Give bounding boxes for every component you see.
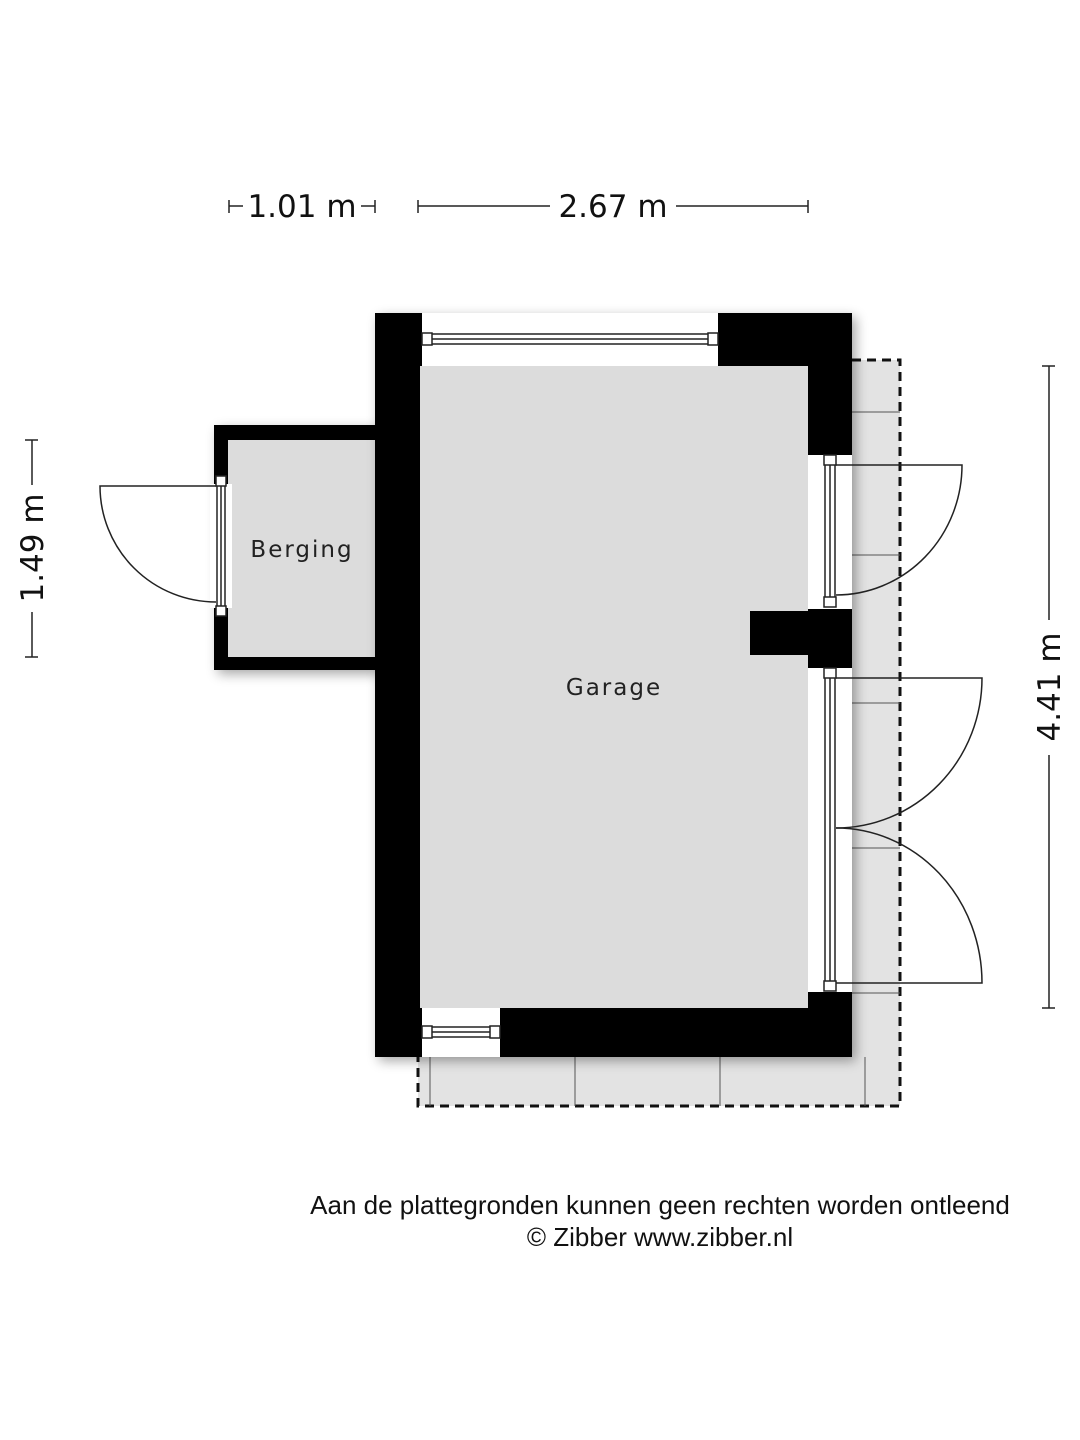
dimension-left — [25, 439, 38, 658]
dimension-right — [1042, 365, 1055, 1009]
dimension-top-left — [228, 200, 376, 213]
disclaimer-text: Aan de plattegronden kunnen geen rechten… — [310, 1190, 1010, 1220]
dimension-label-top-left: 1.01 m — [247, 189, 356, 225]
garage-window-top — [421, 332, 719, 346]
berging-door-frame — [215, 475, 227, 617]
wall-pier — [750, 611, 810, 655]
berging-room — [99, 425, 378, 670]
dimension-top-right — [417, 200, 809, 213]
garage-door-lower-swing-a — [835, 677, 983, 829]
copyright-text: © Zibber www.zibber.nl — [526, 1222, 794, 1252]
dimension-label-right: 4.41 m — [1032, 632, 1068, 741]
dimension-label-top-right: 2.67 m — [558, 189, 667, 225]
garage-door-upper-swing — [835, 464, 963, 596]
garage-room — [375, 313, 983, 1057]
berging-door-swing — [99, 485, 217, 603]
garage-door-lower-swing-b — [835, 827, 983, 984]
terrace-area — [416, 358, 902, 1108]
garage-window-bottom — [421, 1025, 501, 1039]
room-label-berging: Berging — [250, 537, 353, 563]
garage-door-lower-frame — [823, 667, 837, 992]
room-label-garage: Garage — [566, 675, 662, 701]
garage-door-upper-frame — [823, 454, 837, 608]
dimension-label-left: 1.49 m — [15, 493, 51, 602]
